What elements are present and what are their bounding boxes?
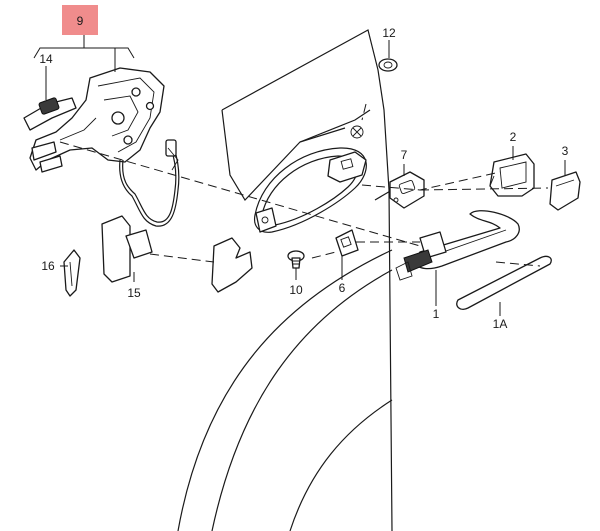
callout-9-highlight: [62, 5, 98, 35]
release-cable: [119, 139, 180, 227]
door-panel-outline: [177, 29, 393, 531]
door-hole-x: [350, 125, 364, 139]
callout-labels: 9 14 12 2 3 7 16 15 10 6 1 1A: [39, 14, 568, 331]
callout-7: 7: [401, 148, 408, 162]
handle-recess: [253, 147, 367, 233]
screw-10: [287, 250, 305, 269]
door-lock-mechanism: [23, 67, 165, 173]
outer-handle-1: [395, 210, 520, 281]
callout-6: 6: [339, 281, 346, 295]
grommet-12: [378, 58, 398, 72]
gasket-7: [389, 171, 425, 209]
callout-1: 1: [433, 307, 440, 321]
foam-pad: [211, 237, 253, 293]
bracket-6: [335, 229, 359, 257]
callout-3: 3: [562, 144, 569, 158]
leader-lines: [33, 35, 566, 316]
cap-3: [549, 171, 581, 211]
assembly-lines: [59, 103, 549, 267]
callout-9: 9: [77, 14, 84, 28]
callout-12: 12: [382, 26, 396, 40]
clip-16: [63, 249, 81, 297]
callout-15: 15: [127, 286, 141, 300]
trim-strip-1a: [456, 255, 552, 310]
callout-14: 14: [39, 52, 53, 66]
callout-10: 10: [289, 283, 303, 297]
cylinder-housing-2: [489, 153, 535, 197]
seal-15: [101, 215, 153, 283]
callout-2: 2: [510, 130, 517, 144]
callout-1a: 1A: [493, 317, 508, 331]
callout-16: 16: [41, 259, 55, 273]
